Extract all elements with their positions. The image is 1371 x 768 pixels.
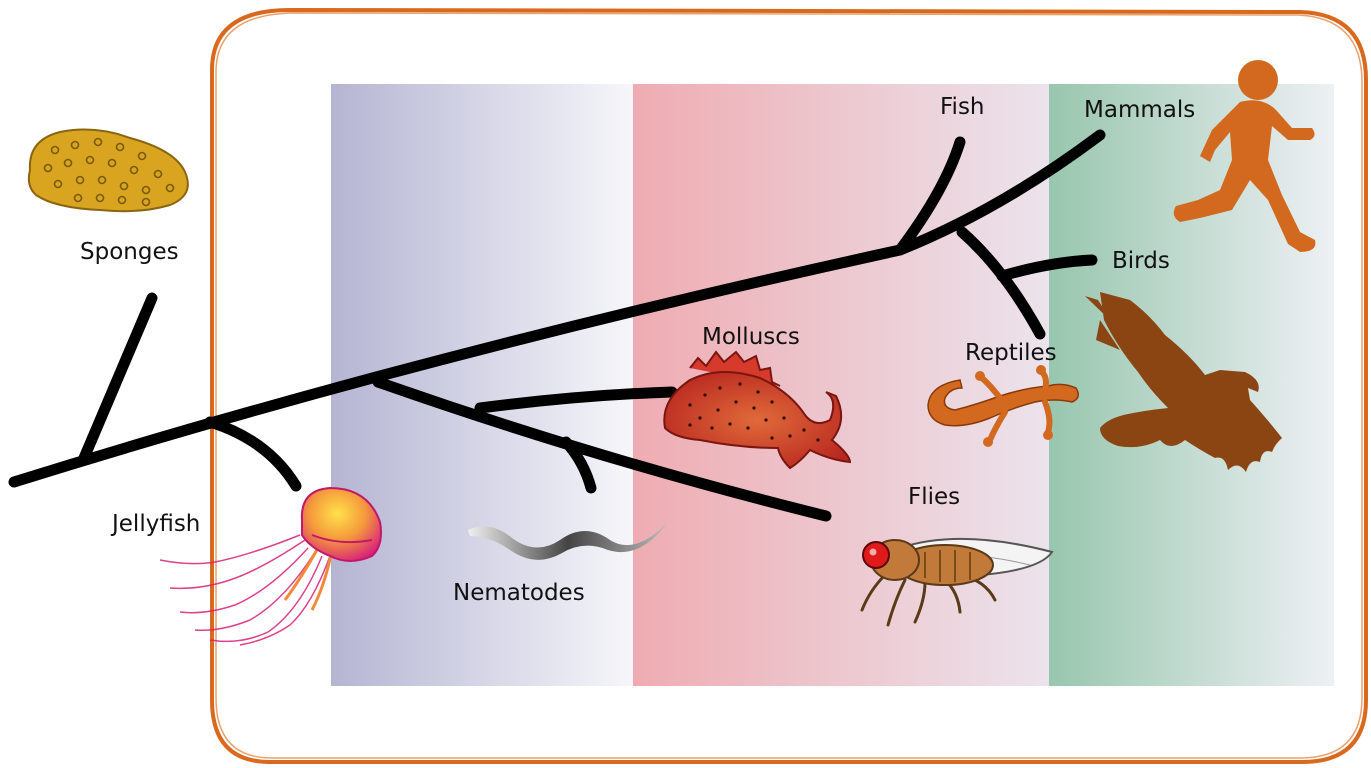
branch-sponges bbox=[84, 298, 152, 458]
label-birds: Birds bbox=[1112, 248, 1170, 274]
sponge-icon bbox=[29, 130, 188, 212]
label-fish: Fish bbox=[940, 94, 985, 120]
branch-jellyfish bbox=[210, 422, 296, 486]
label-jellyfish: Jellyfish bbox=[110, 511, 200, 537]
label-reptiles: Reptiles bbox=[965, 340, 1057, 366]
label-nematodes: Nematodes bbox=[453, 580, 585, 606]
label-sponges: Sponges bbox=[80, 239, 179, 265]
label-flies: Flies bbox=[908, 484, 960, 510]
label-mammals: Mammals bbox=[1084, 97, 1195, 123]
label-molluscs: Molluscs bbox=[702, 324, 800, 350]
